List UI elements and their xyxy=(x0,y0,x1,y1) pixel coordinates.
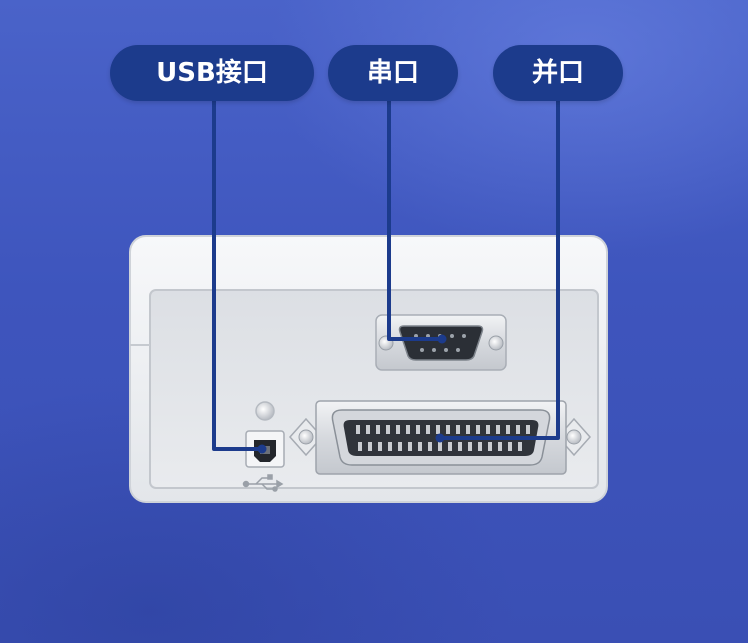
usb-port-label: USB接口 xyxy=(110,45,314,101)
usb-symbol-icon xyxy=(242,474,284,492)
indicator-light xyxy=(255,401,275,421)
leader-lines xyxy=(212,100,560,451)
parallel-leader-line xyxy=(440,100,560,440)
usb-leader-line xyxy=(212,100,262,451)
screw-icon xyxy=(566,429,582,445)
serial-port-label: 串口 xyxy=(328,45,458,101)
screw-icon xyxy=(298,429,314,445)
parallel-port-label: 并口 xyxy=(493,45,623,101)
screw-icon xyxy=(488,335,504,351)
serial-leader-line xyxy=(387,100,442,341)
